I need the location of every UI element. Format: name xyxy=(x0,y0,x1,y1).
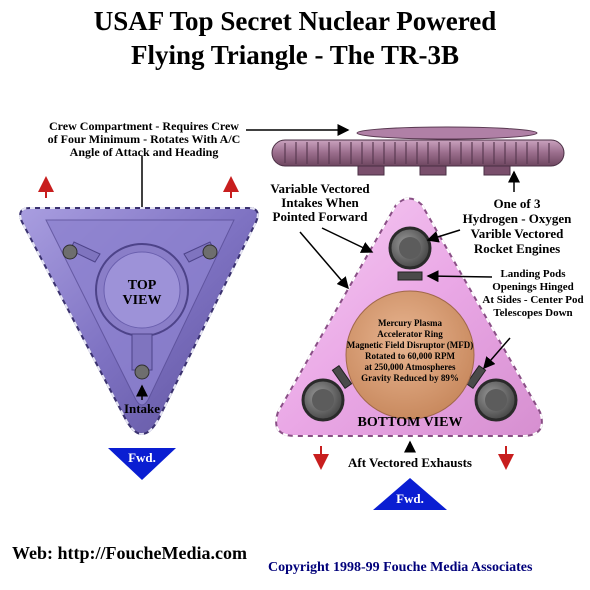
fwd-triangle-left xyxy=(108,448,176,480)
landing-pods-label: Landing Pods Openings Hinged At Sides - … xyxy=(482,268,584,319)
title-line-1: USAF Top Secret Nuclear Powered xyxy=(93,6,497,36)
bottom-view-label: BOTTOM VIEW xyxy=(357,415,463,430)
web-link[interactable]: Web: http://FoucheMedia.com xyxy=(12,543,247,563)
top-view-label: TOP VIEW xyxy=(122,278,162,308)
fwd-triangle-right xyxy=(373,478,447,510)
crew-compartment-label: Crew Compartment - Requires Crew of Four… xyxy=(47,119,241,159)
intakes-label: Variable Vectored Intakes When Pointed F… xyxy=(270,181,370,224)
side-view-craft xyxy=(271,126,565,176)
aft-exhausts-label: Aft Vectored Exhausts xyxy=(348,455,472,470)
mfd-label: Mercury Plasma Accelerator Ring Magnetic… xyxy=(346,318,474,383)
bottom-view-craft xyxy=(275,197,543,437)
engines-label: One of 3 Hydrogen - Oxygen Varible Vecto… xyxy=(462,196,572,256)
top-view-craft xyxy=(19,207,259,435)
fwd-label-left: Fwd. xyxy=(128,450,156,465)
intake-label: Intake xyxy=(123,401,161,416)
copyright-text: Copyright 1998-99 Fouche Media Associate… xyxy=(268,560,533,575)
title-line-2: Flying Triangle - The TR-3B xyxy=(130,40,460,70)
fwd-label-right: Fwd. xyxy=(396,491,424,506)
